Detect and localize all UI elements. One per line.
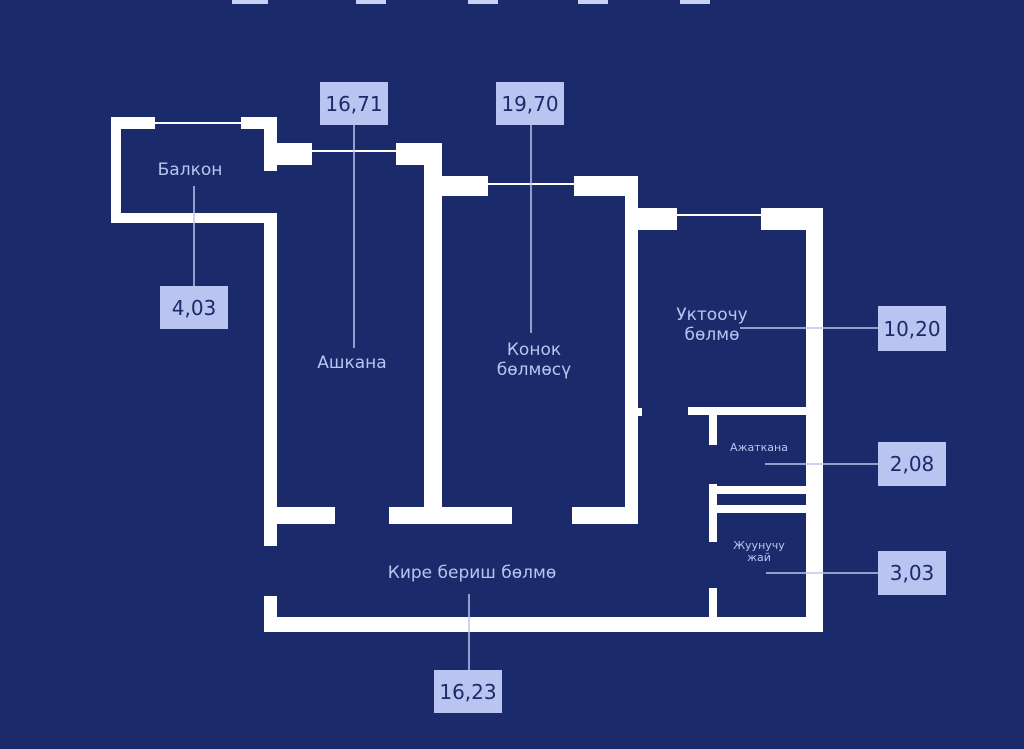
area-badge-hallway: 16,23	[434, 670, 502, 713]
room-label-bedroom: Уктоочу бөлмө	[676, 305, 748, 346]
area-badge-living: 19,70	[496, 82, 564, 125]
walls	[111, 117, 823, 632]
area-badge-balcony: 4,03	[160, 286, 228, 329]
leader-lines	[193, 125, 878, 670]
room-label-living: Конок бөлмөсү	[496, 340, 572, 381]
area-badge-toilet: 2,08	[878, 442, 946, 486]
area-badge-kitchen: 16,71	[320, 82, 388, 125]
area-badge-bathroom: 3,03	[878, 551, 946, 595]
room-label-bathroom: Жуунучу жай	[733, 539, 785, 565]
room-label-kitchen: Ашкана	[317, 353, 387, 373]
cropped-heading	[232, 0, 710, 4]
area-badge-bedroom: 10,20	[878, 306, 946, 351]
room-label-balcony: Балкон	[157, 160, 223, 180]
room-label-hallway: Кире бериш бөлмө	[387, 563, 557, 583]
room-label-toilet: Ажаткана	[730, 441, 788, 454]
